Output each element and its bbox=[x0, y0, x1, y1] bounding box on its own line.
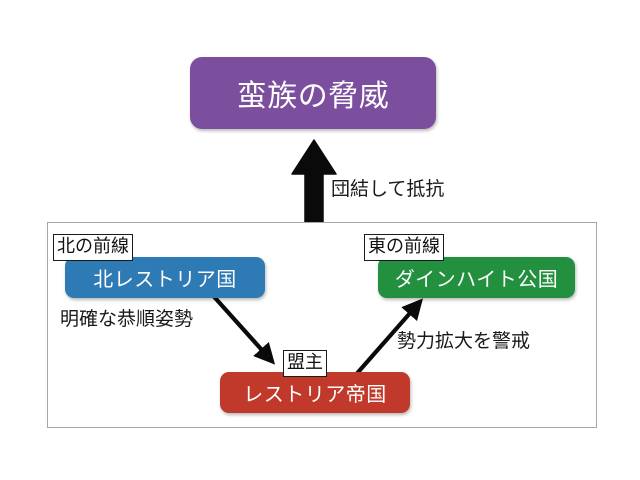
node-barbarian-threat-label: 蛮族の脅威 bbox=[236, 79, 390, 114]
node-barbarian-threat[interactable]: 蛮族の脅威 bbox=[190, 57, 436, 129]
node-north-restoria-label: 北レストリア国 bbox=[93, 267, 237, 291]
node-dainheit-label: ダインハイト公国 bbox=[394, 267, 559, 291]
tag-alliance-leader: 盟主 bbox=[283, 350, 327, 377]
tag-east-front: 東の前線 bbox=[364, 234, 444, 261]
group-frame bbox=[47, 222, 597, 428]
node-north-restoria[interactable]: 北レストリア国 bbox=[65, 257, 265, 298]
arrow-down-right-icon bbox=[206, 288, 276, 365]
annotation-clear-submission: 明確な恭順姿勢 bbox=[60, 308, 194, 330]
node-restoria-empire-label: レストリア帝国 bbox=[243, 382, 387, 406]
annotation-wary-expansion: 勢力拡大を警戒 bbox=[397, 330, 531, 352]
tag-north-front: 北の前線 bbox=[53, 234, 133, 261]
node-dainheit[interactable]: ダインハイト公国 bbox=[378, 257, 575, 298]
arrow-up-right-icon bbox=[351, 298, 423, 380]
node-restoria-empire[interactable]: レストリア帝国 bbox=[220, 372, 410, 413]
annotation-unite-resist: 団結して抵抗 bbox=[331, 178, 445, 200]
